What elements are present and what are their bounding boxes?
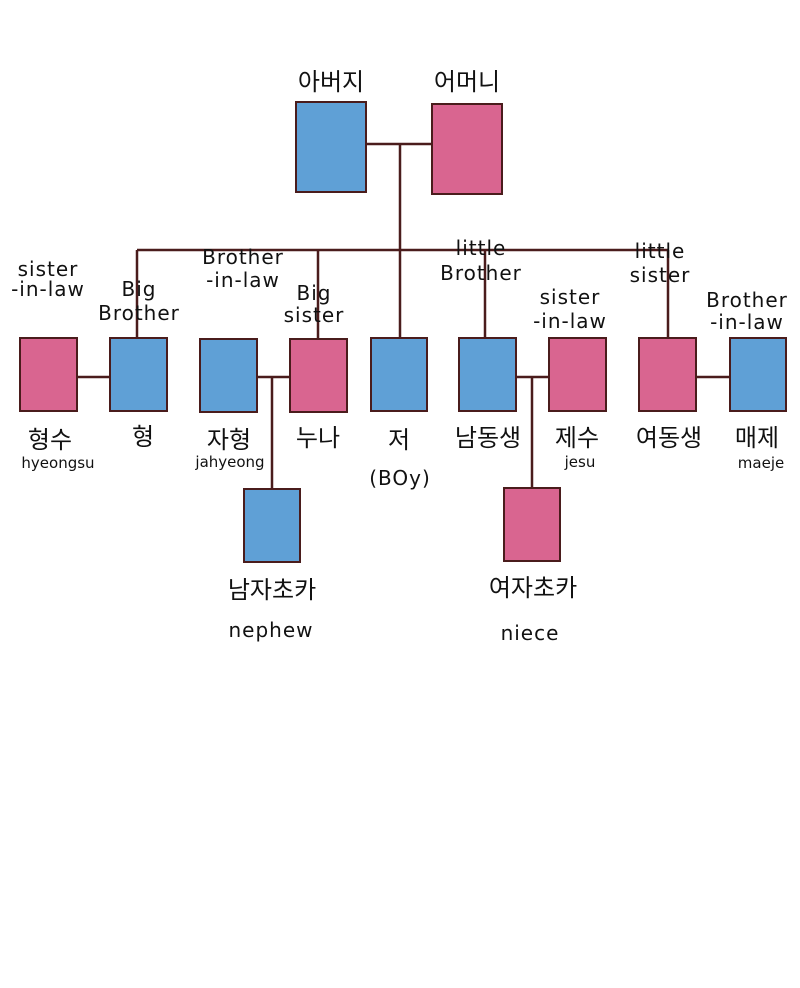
hyeongsu-label: 형수 [28, 426, 72, 454]
jahyeong-label: 자형 [207, 426, 251, 454]
jesu-en-label: sister [540, 285, 601, 309]
hyeong-en-label: Brother [98, 301, 180, 325]
yeodongsaeng-box [638, 337, 697, 412]
niece-label: 여자초카 [489, 574, 577, 602]
jesu-romanization: jesu [564, 453, 596, 471]
jahyeong-en-label: Brother [202, 245, 284, 269]
father-box [295, 101, 367, 193]
nephew-en-label: nephew [228, 618, 313, 642]
mother-label: 어머니 [434, 68, 500, 96]
jeo-en-label: (BOy) [369, 466, 431, 490]
hyeong-label: 형 [132, 423, 154, 451]
nephew-box [243, 488, 301, 563]
yeodongsaeng-en-label: little [635, 239, 686, 263]
maeje-romanization: maeje [738, 454, 784, 472]
jahyeong-box [199, 338, 258, 413]
jesu-box [548, 337, 607, 412]
hyeongsu-en-label: -in-law [11, 277, 85, 301]
hyeong-box [109, 337, 168, 412]
jesu-en-label: -in-law [533, 309, 607, 333]
connector-lines [77, 142, 729, 489]
jeo-label: 저 [388, 426, 410, 454]
maeje-en-label: Brother [706, 288, 788, 312]
hyeongsu-box [19, 337, 78, 412]
namdongsaeng-en-label: Brother [440, 261, 522, 285]
maeje-box [729, 337, 787, 412]
jahyeong-en-label: -in-law [206, 268, 280, 292]
nuna-en-label: sister [284, 303, 345, 327]
father-label: 아버지 [298, 68, 364, 96]
nuna-en-label: Big [297, 281, 332, 305]
maeje-en-label: -in-law [710, 310, 784, 334]
nuna-label: 누나 [296, 424, 340, 452]
jesu-label: 제수 [555, 424, 599, 452]
jeo-box [370, 337, 428, 412]
hyeongsu-en-label: sister [18, 257, 79, 281]
hyeongsu-romanization: hyeongsu [21, 454, 94, 472]
yeodongsaeng-en-label: sister [630, 263, 691, 287]
yeodongsaeng-label: 여동생 [636, 424, 702, 452]
namdongsaeng-box [458, 337, 517, 412]
namdongsaeng-label: 남동생 [455, 424, 521, 452]
nephew-label: 남자초카 [228, 576, 316, 604]
hyeong-en-label: Big [122, 277, 157, 301]
niece-box [503, 487, 561, 562]
namdongsaeng-en-label: little [456, 236, 507, 260]
maeje-label: 매제 [735, 424, 779, 452]
jahyeong-romanization: jahyeong [194, 453, 264, 471]
mother-box [431, 103, 503, 195]
nuna-box [289, 338, 348, 413]
niece-en-label: niece [501, 621, 560, 645]
